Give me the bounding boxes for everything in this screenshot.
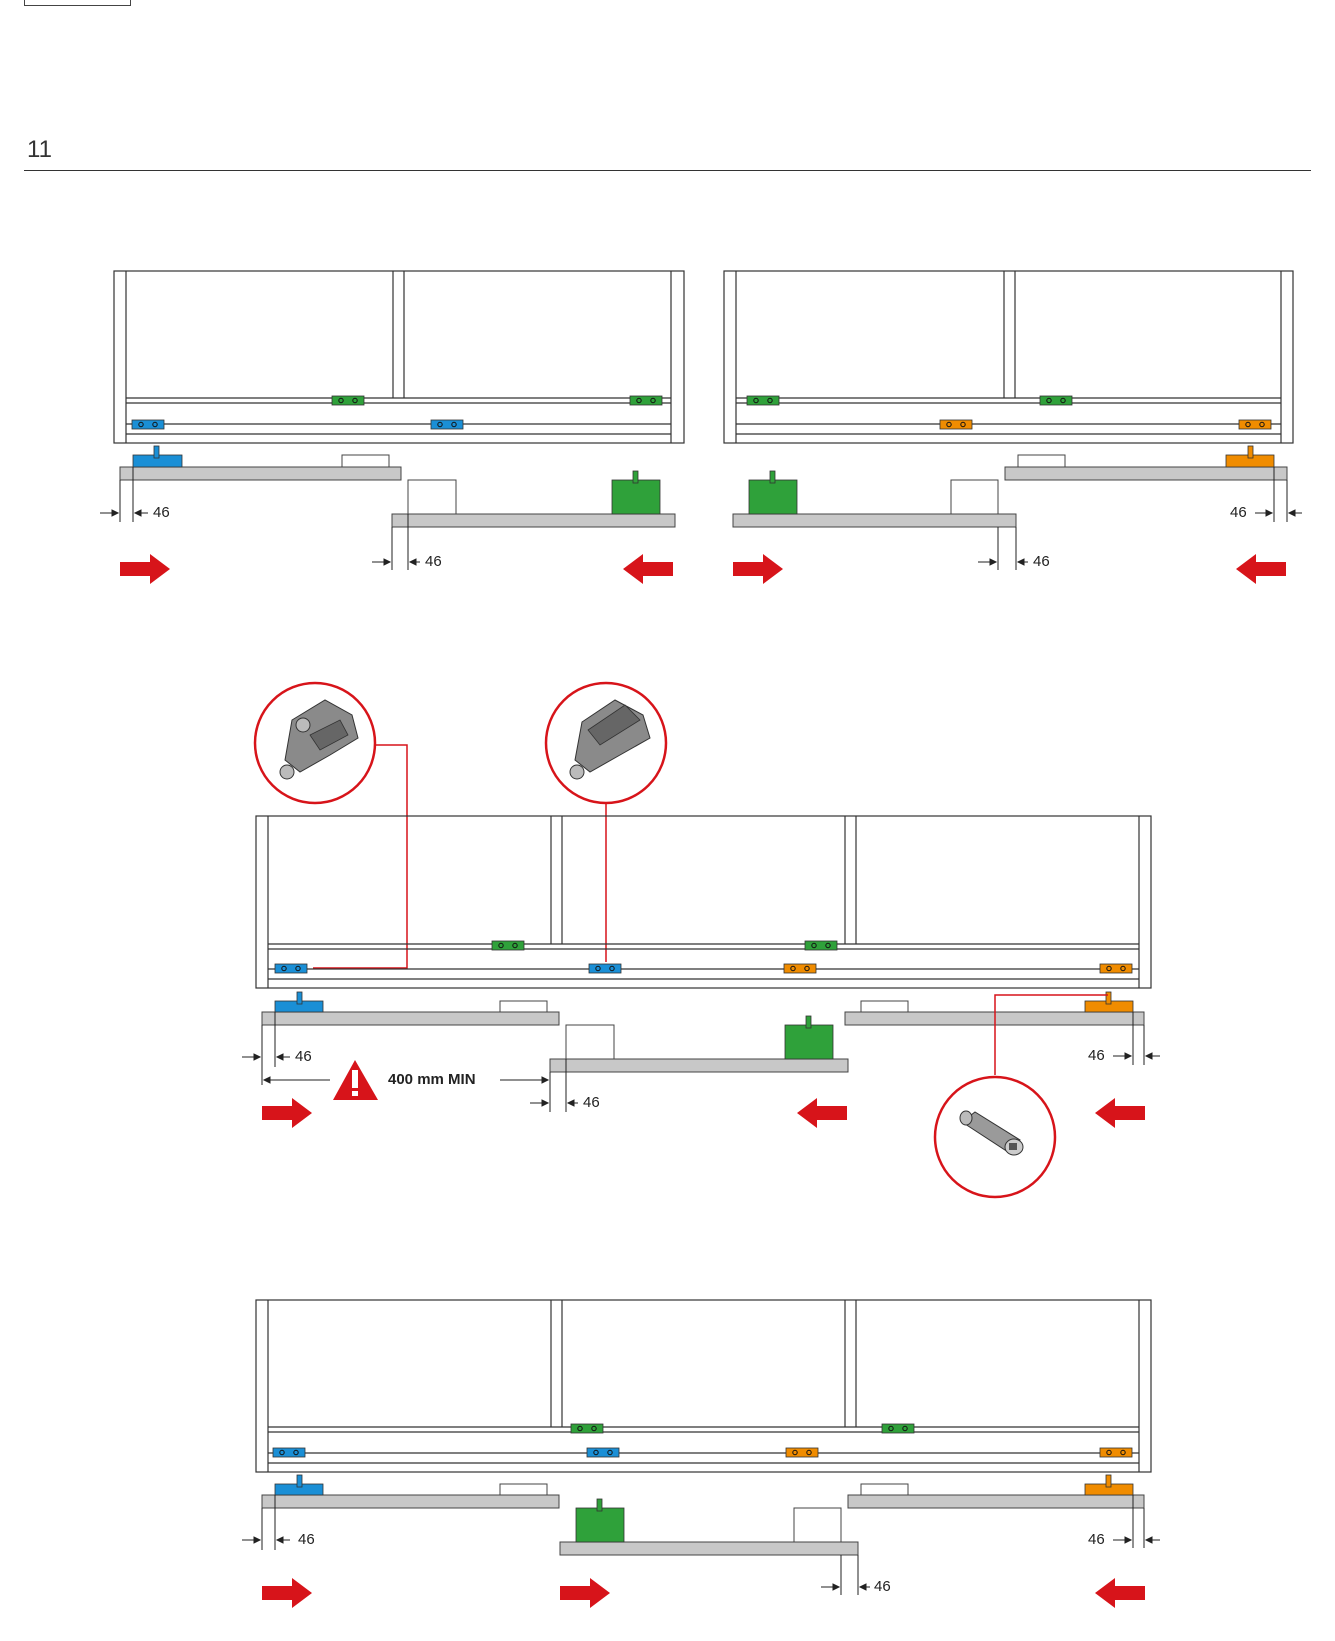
arrow-right-icon (262, 1098, 312, 1128)
arrow-left-icon (797, 1098, 847, 1128)
arrow-left-icon (623, 554, 673, 584)
dim-label: 46 (1088, 1047, 1105, 1064)
warning-triangle-icon (333, 1060, 378, 1100)
dim-label: 46 (1033, 553, 1050, 570)
arrow-right-icon (733, 554, 783, 584)
diagram-2 (723, 270, 1294, 444)
arrow-left-icon (1095, 1098, 1145, 1128)
header-rule (24, 170, 1311, 171)
dim-label: 46 (1230, 504, 1247, 521)
dim-label: 46 (295, 1048, 312, 1065)
diagram-3 (255, 815, 1152, 989)
arrow-right-icon (560, 1578, 610, 1608)
dim-label: 46 (298, 1531, 315, 1548)
arrow-right-icon (120, 554, 170, 584)
arrow-left-icon (1095, 1578, 1145, 1608)
dim-label: 46 (153, 504, 170, 521)
diagram-1 (113, 270, 685, 444)
header-tab-box (24, 0, 131, 6)
min-distance-label: 400 mm MIN (388, 1071, 476, 1088)
arrow-right-icon (262, 1578, 312, 1608)
diagram-4 (255, 1299, 1152, 1473)
dim-label: 46 (1088, 1531, 1105, 1548)
stopper-detail-icon (933, 1075, 1057, 1199)
dim-label: 46 (874, 1578, 891, 1595)
dim-label: 46 (583, 1094, 600, 1111)
clip-detail-icon (253, 681, 377, 805)
clip-detail-icon (544, 681, 668, 805)
dim-label: 46 (425, 553, 442, 570)
arrow-left-icon (1236, 554, 1286, 584)
page-number: 11 (27, 136, 52, 163)
